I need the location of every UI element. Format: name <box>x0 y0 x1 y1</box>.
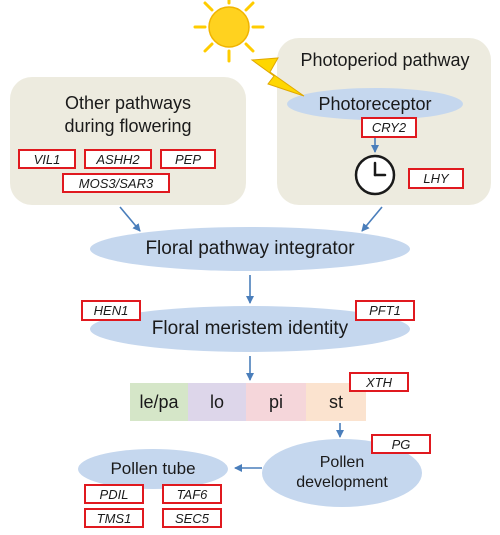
gene-mos3-sar3: MOS3/SAR3 <box>62 173 170 193</box>
arrow-other-to-integrator <box>119 206 141 232</box>
gene-lhy: LHY <box>408 168 464 189</box>
whorl-pistil: pi <box>246 383 306 421</box>
gene-tms1: TMS1 <box>84 508 144 528</box>
clock-icon <box>354 154 396 196</box>
gene-ashh2: ASHH2 <box>84 149 152 169</box>
gene-taf6: TAF6 <box>162 484 222 504</box>
whorl-lemma-palea: le/pa <box>130 383 188 421</box>
photoreceptor-node: Photoreceptor <box>287 88 463 120</box>
gene-pdil: PDIL <box>84 484 144 504</box>
pollen-tube-node: Pollen tube <box>78 449 228 489</box>
floral-pathway-integrator-node: Floral pathway integrator <box>90 227 410 271</box>
gene-xth: XTH <box>349 372 409 392</box>
other-pathways-title-line1: Other pathways <box>64 93 192 113</box>
gene-sec5: SEC5 <box>162 508 222 528</box>
pollen-development-line1: Pollen <box>319 454 365 471</box>
lightning-icon <box>250 57 305 97</box>
whorl-st-label: st <box>328 391 343 412</box>
sun-icon <box>193 0 265 63</box>
gene-cry2: CRY2 <box>361 117 417 138</box>
other-pathways-title-line2: during flowering <box>64 116 192 136</box>
whorl-lodicule: lo <box>188 383 246 421</box>
whorl-le-pa-label: le/pa <box>139 391 179 412</box>
gene-vil1: VIL1 <box>18 149 76 169</box>
whorl-lo-label: lo <box>209 391 224 412</box>
pollen-development-line2: development <box>296 474 388 491</box>
floral-meristem-identity-node: Floral meristem identity <box>90 306 410 352</box>
pollen-tube-label: Pollen tube <box>110 459 196 478</box>
whorl-pi-label: pi <box>268 391 283 412</box>
meristem-label: Floral meristem identity <box>151 318 349 339</box>
gene-pft1: PFT1 <box>355 300 415 321</box>
photoreceptor-label: Photoreceptor <box>318 93 432 114</box>
gene-hen1: HEN1 <box>81 300 141 321</box>
arrow-photoperiod-to-integrator <box>361 206 383 232</box>
gene-pep: PEP <box>160 149 216 169</box>
integrator-label: Floral pathway integrator <box>145 238 355 259</box>
gene-pg: PG <box>371 434 431 454</box>
photoperiod-title: Photoperiod pathway <box>300 50 470 70</box>
